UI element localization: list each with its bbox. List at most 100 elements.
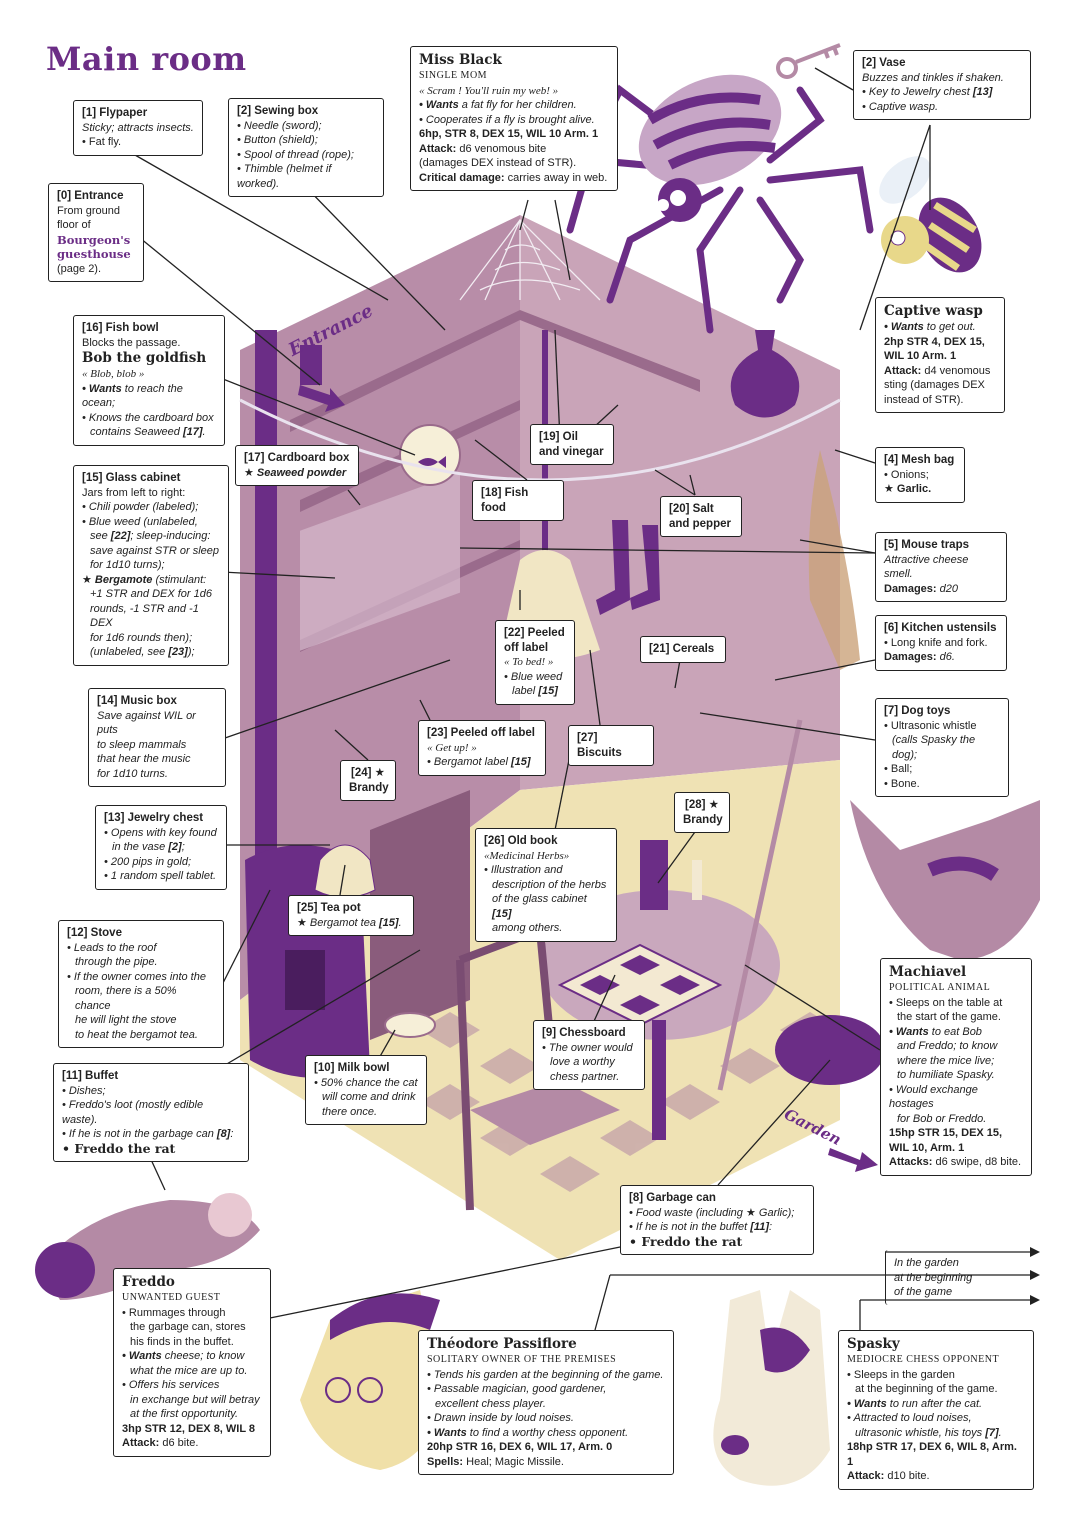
tea-pot-box: [25] Tea pot ★ Bergamot tea [15]. [288,895,414,936]
box-line: • Freddo's loot (mostly edible waste). [62,1099,204,1126]
box-line: • If the owner comes into the [67,970,206,983]
box-title: [23] Peeled off label [427,727,536,739]
stove-pipe [255,330,277,870]
character-quote: « Blob, blob » [82,368,145,380]
box-line: • Sleeps in the garden [847,1368,955,1381]
box-line: • Sleeps on the table at [889,996,1003,1009]
box-title: [11] Buffet [62,1070,119,1082]
box-line: ★ Seaweed powder [244,466,347,479]
chess-squares [580,955,700,1015]
box-line: Buzzes and tinkles if shaken. [862,71,1004,84]
box-line: ★ Bergamote (stimulant: [82,573,207,586]
freddo-reference: • Freddo the rat [629,1233,743,1249]
key-illustration [776,43,841,79]
entrance-door [300,345,322,385]
box-title: [9] Chessboard [542,1027,626,1039]
spells-line: Spells: Heal; Magic Missile. [427,1455,564,1468]
box-line: • Leads to the roof [67,941,157,954]
cereals-box: [21] Cereals [640,636,726,663]
entrance-arrow [298,385,345,412]
vase-art [730,330,800,418]
box-line: Damages: d6. [884,651,955,663]
box-title: [20] Salt [669,503,714,515]
dog-toys-box: [7] Dog toys • Ultrasonic whistle (calls… [875,698,1009,797]
box-line: • 50% chance the cat [314,1076,418,1089]
captive-wasp-box: Captive wasp • Wants to get out. 2hp STR… [875,297,1005,413]
mesh-bag [808,450,860,670]
box-line: save against STR or sleep [90,544,220,557]
box-line: • Rummages through [122,1306,226,1319]
box-line: chess partner. [550,1070,620,1083]
flypaper-box: [1] Flypaper Sticky; attracts insects. •… [73,100,203,156]
box-line: there once. [322,1105,378,1118]
box-title: [17] Cardboard box [244,452,350,464]
box-title: [15] Glass cabinet [82,472,181,484]
box-line: at the beginning of the game. [855,1383,998,1395]
character-name: Machiavel [889,964,967,980]
box-title: [4] Mesh bag [884,454,955,466]
broom [717,719,803,1091]
character-name: Théodore Passiflore [427,1336,577,1352]
stats-line: WIL 10, Arm. 1 [889,1141,965,1154]
stove-box: [12] Stove • Leads to the roof through t… [58,920,224,1048]
character-name: Spasky [847,1336,900,1352]
mesh-bag-box: [4] Mesh bag • Onions; ★ Garlic. [875,447,965,503]
box-line: • Ball; [884,763,913,775]
wants-line: • Wants to find a worthy chess opponent. [427,1426,629,1439]
box-title: Brandy [349,781,389,794]
box-title: [8] Garbage can [629,1192,716,1204]
owner-illustration [300,1290,445,1470]
box-quote: « To bed! » [504,656,554,668]
critical-line: Critical damage: carries away in web. [419,171,608,184]
box-title: [22] Peeled [504,627,565,639]
box-line: Jars from left to right: [82,486,186,499]
guesthouse-link[interactable]: Bourgeon's guesthouse [57,232,131,262]
fish-bowl [399,424,461,486]
attack-line: Attacks: d6 swipe, d8 bite. [889,1156,1022,1168]
box-line: • Chili powder (labeled); [82,501,199,513]
goldfish [418,456,446,468]
box-line: (damages DEX instead of STR). [419,157,577,169]
spasky-box: Spasky Mediocre chess opponent • Sleeps … [838,1330,1034,1490]
box-title: [14] Music box [97,695,177,707]
cardboard-box-box: [17] Cardboard box ★ Seaweed powder [235,445,359,486]
box-line: • Blue weed (unlabeled, [82,515,198,528]
box-line: • Knows the cardboard box [82,411,214,424]
machiavel-box: Machiavel Political animal • Sleeps on t… [880,958,1032,1176]
glass-cabinet-box: [15] Glass cabinet Jars from left to rig… [73,465,229,666]
fish-bowl-box: [16] Fish bowl Blocks the passage. Bob t… [73,315,225,446]
box-title: [13] Jewelry chest [104,812,204,824]
attack-line: Attack: d6 venomous bite [419,142,547,155]
brandy-24-box: [24] ★ Brandy [340,760,396,801]
garbage-can [775,1015,885,1085]
box-line: (calls Spasky the dog); [892,734,976,761]
box-line: at the beginning [894,1271,973,1284]
character-name: Miss Black [419,52,502,68]
box-line: • Key to Jewelry chest [13] [862,86,993,98]
mouse-traps-box: [5] Mouse traps Attractive cheese smell.… [875,532,1007,602]
wasp-illustration [879,156,982,273]
chessboard-art [557,943,723,1027]
box-line: at the first opportunity. [130,1408,239,1420]
stats-line: 2hp STR 4, DEX 15, [884,335,985,348]
milk-bowl-box: [10] Milk bowl • 50% chance the cat will… [305,1055,427,1125]
box-line: • Dishes; [62,1084,106,1097]
box-line: love a worthy [550,1056,615,1068]
wants-line: • Wants a fat fly for her children. [419,99,577,111]
character-quote: « Scram ! You'll ruin my web! » [419,84,559,97]
box-line: • Opens with key found [104,826,217,839]
box-line: of the game [894,1286,953,1298]
box-title: [21] Cereals [649,643,715,655]
star-icon: ★ [884,483,897,495]
wants-line: • Wants to run after the cat. [847,1397,983,1410]
box-line: • Button (shield); [237,134,318,146]
box-title: [6] Kitchen ustensils [884,622,997,634]
box-line: for 1d10 turns. [97,767,168,780]
oil-vinegar-box: [19] Oil and vinegar [530,424,614,465]
box-line: to heat the bergamot tea. [75,1028,198,1041]
box-line: where the mice live; [897,1054,995,1067]
character-subtitle: Solitary owner of the premises [427,1354,617,1365]
box-title: [28] ★ [685,799,719,811]
arrowheads [1030,1247,1040,1305]
garden-arrow [828,1148,878,1172]
